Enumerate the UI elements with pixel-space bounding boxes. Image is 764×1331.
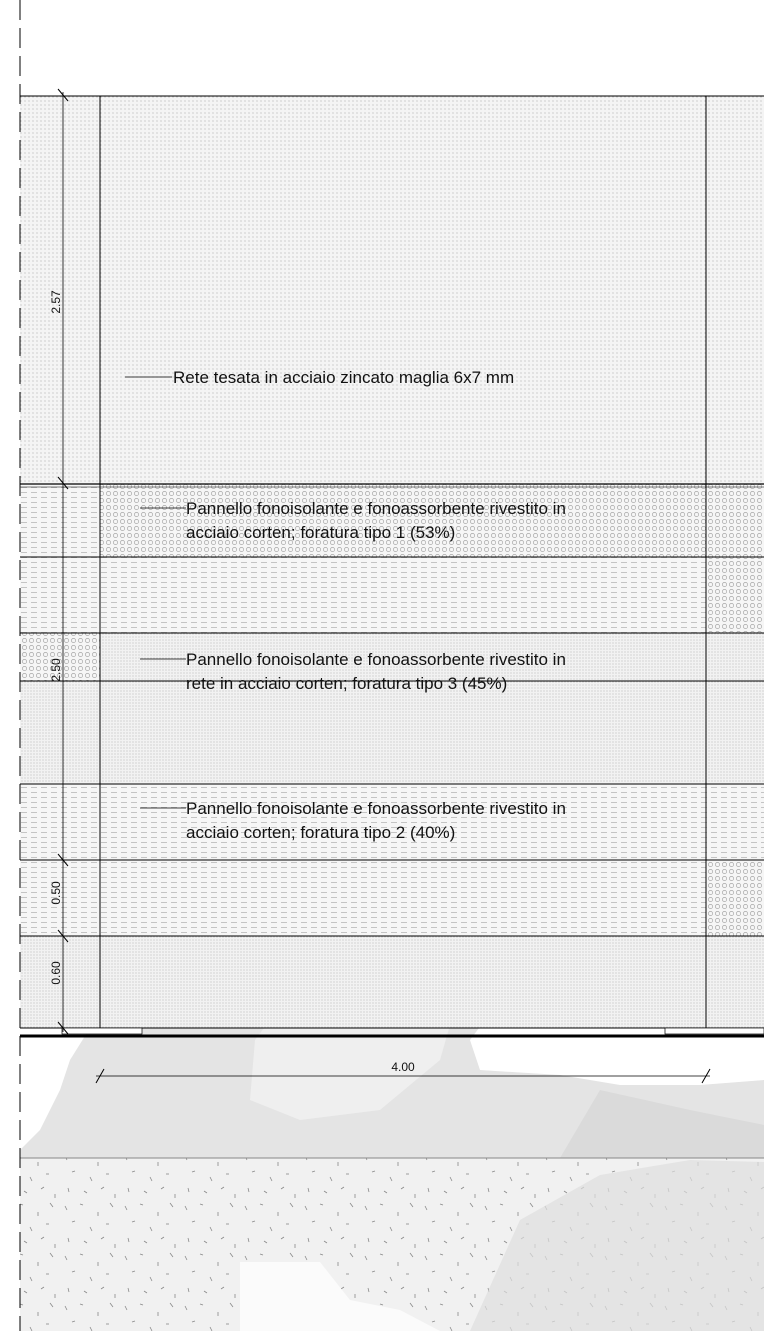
- dimension-tick: [701, 1068, 711, 1084]
- dimension-band-upper: 0.50: [49, 881, 63, 905]
- band-b-right: [706, 557, 764, 633]
- panel-bands: [20, 484, 764, 1028]
- gravel-white-patch: [240, 1262, 440, 1331]
- band-g: [20, 936, 764, 1028]
- dimension-tick: [57, 853, 69, 867]
- dimension-net-height: 2.57: [49, 290, 63, 314]
- label-panel-type1-line2: acciaio corten; foratura tipo 1 (53%): [186, 523, 455, 542]
- vertical-dimension: [57, 88, 69, 1035]
- dimension-band-lower: 0.60: [49, 961, 63, 985]
- band-a-left: [20, 484, 100, 557]
- band-f-main: [20, 860, 706, 936]
- band-d: [20, 681, 764, 784]
- band-e: [20, 784, 764, 860]
- net-area: [20, 96, 764, 484]
- label-panel-type3-line1: Pannello fonoisolante e fonoassorbente r…: [186, 650, 566, 669]
- horizontal-dimension: [95, 1068, 711, 1084]
- band-f-right: [706, 860, 764, 936]
- dimension-tick: [57, 476, 69, 490]
- dimension-tick: [57, 929, 69, 943]
- gravel-overlay: [470, 1160, 764, 1331]
- band-c-main: [100, 633, 706, 681]
- leaders: [125, 376, 186, 809]
- net-field: [20, 95, 764, 484]
- base-plate-right: [664, 1027, 764, 1035]
- label-net: Rete tesata in acciaio zincato maglia 6x…: [173, 368, 514, 387]
- rock-dark: [560, 1090, 764, 1158]
- dimension-tick: [95, 1068, 105, 1084]
- band-c-left: [20, 633, 100, 681]
- label-panel-type1-line1: Pannello fonoisolante e fonoassorbente r…: [186, 499, 566, 518]
- base-plate-left: [61, 1027, 143, 1035]
- structure-lines: [20, 96, 764, 1038]
- dimension-tick: [57, 88, 69, 102]
- band-a-main: [100, 484, 706, 557]
- band-b-main: [20, 557, 706, 633]
- band-c-right: [706, 633, 764, 681]
- label-panel-type2-line1: Pannello fonoisolante e fonoassorbente r…: [186, 799, 566, 818]
- band-a-right: [706, 484, 764, 557]
- dimension-tick: [57, 1021, 69, 1035]
- dimension-module-width: 4.00: [391, 1060, 415, 1074]
- dimension-panels-height: 2.50: [49, 658, 63, 682]
- label-panel-type2-line2: acciaio corten; foratura tipo 2 (40%): [186, 823, 455, 842]
- label-panel-type3-line2: rete in acciaio corten; foratura tipo 3 …: [186, 674, 507, 693]
